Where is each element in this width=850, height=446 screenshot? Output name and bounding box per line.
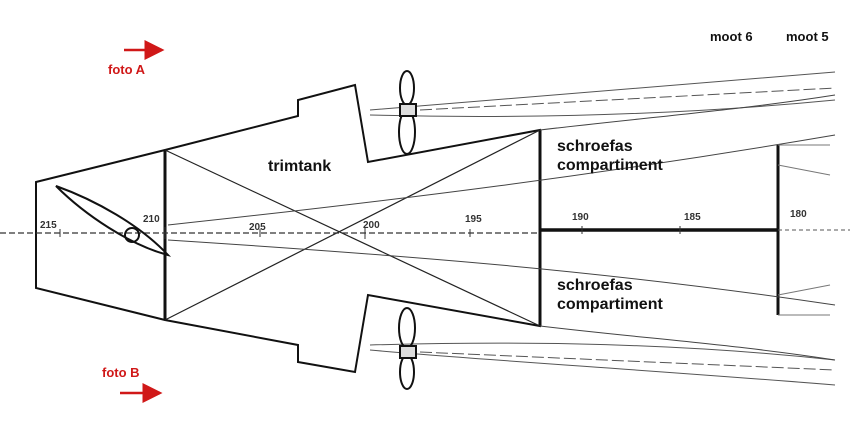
brace-diagonal-1: [164, 149, 541, 327]
hull-line-lower-3: [539, 325, 836, 361]
hull-line-upper: [167, 134, 836, 226]
frame-label-210: 210: [143, 214, 160, 225]
shaft-lower: [369, 342, 836, 386]
frame-label-180: 180: [790, 209, 807, 220]
rudder-stock: [124, 227, 140, 243]
frame-label-185: 185: [684, 212, 701, 223]
segment-moot6: moot 6: [710, 29, 753, 44]
stern-frames: [777, 144, 831, 316]
hull-line-lower: [167, 239, 836, 306]
shaft-lower-center: [419, 351, 836, 371]
hull-line-lower-2: [539, 94, 836, 131]
propeller-upper-icon: [398, 70, 417, 155]
rudder: [55, 185, 172, 257]
frame-label-215: 215: [40, 220, 57, 231]
label-compartment-bottom: schroefas compartiment: [557, 277, 663, 313]
shaft-upper-center: [419, 87, 836, 111]
frame-label-205: 205: [249, 222, 266, 233]
label-trimtank: trimtank: [268, 158, 332, 175]
frame-ticks: [59, 226, 681, 239]
brace-diagonal-2: [164, 129, 541, 321]
shaft-upper: [369, 71, 836, 117]
foto-b-label: foto B: [102, 365, 140, 380]
propeller-lower-icon: [398, 307, 417, 390]
foto-a-label: foto A: [108, 62, 146, 77]
segment-moot5: moot 5: [786, 29, 829, 44]
label-compartment-top: schroefas compartiment: [557, 138, 663, 174]
frame-label-195: 195: [465, 214, 482, 225]
frame-label-190: 190: [572, 212, 589, 223]
frame-label-200: 200: [363, 220, 380, 231]
